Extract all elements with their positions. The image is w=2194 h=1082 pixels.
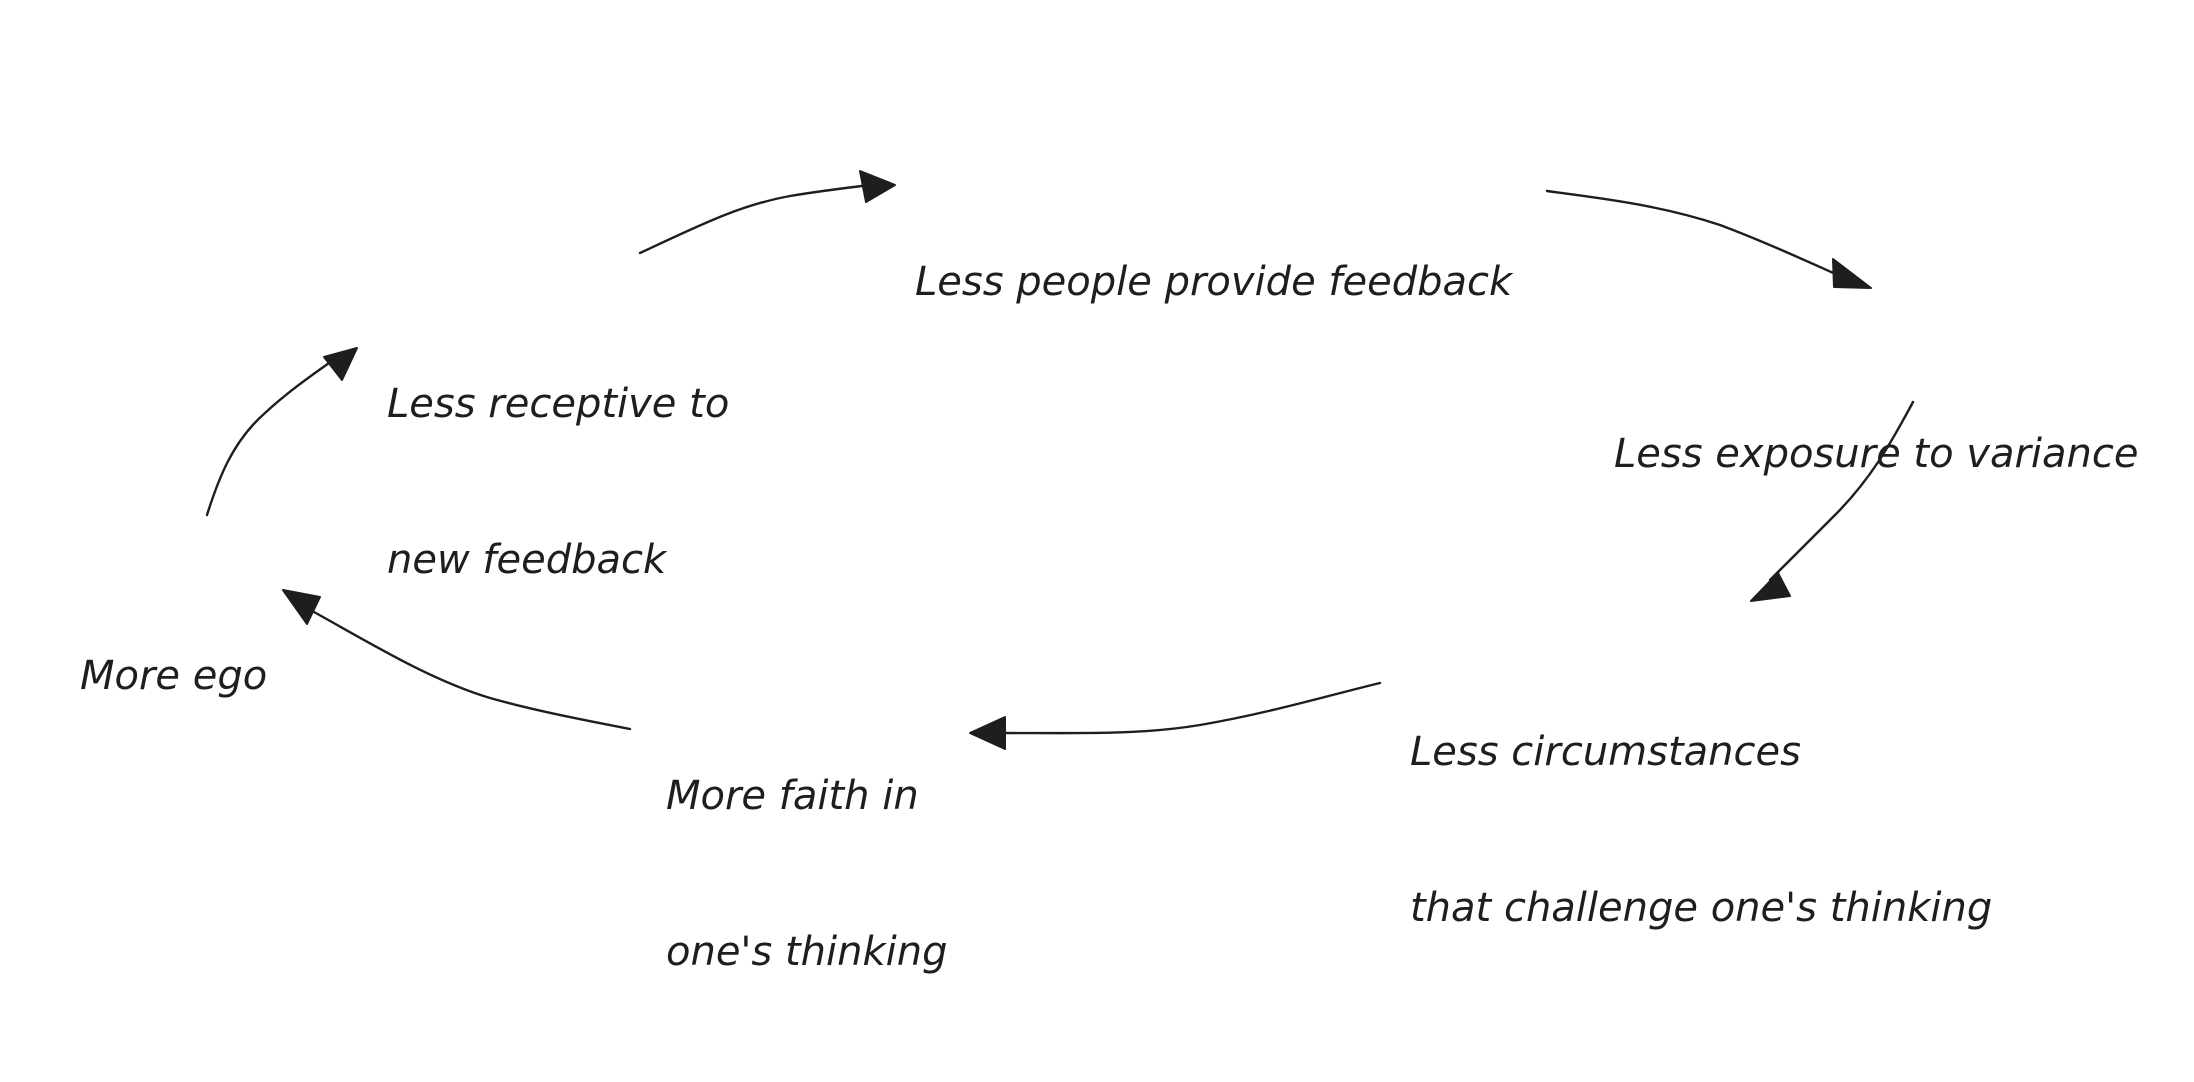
node-text-line: Less circumstances xyxy=(1410,729,1801,775)
node-less-circumstances: Less circumstances that challenge one's … xyxy=(1410,622,1992,1038)
node-text-line: More faith in xyxy=(666,773,919,819)
connector-layer xyxy=(205,170,1915,750)
arrowhead-to-ego-icon xyxy=(282,589,321,625)
arrowhead-to-people-icon xyxy=(859,170,896,203)
node-text-line: Less people provide feedback xyxy=(915,259,1513,305)
edge-circumstances-to-faith xyxy=(1002,681,1382,735)
node-more-ego: More ego xyxy=(80,546,267,806)
edge-ego-to-receptive xyxy=(205,356,338,517)
node-less-receptive: Less receptive to new feedback xyxy=(387,274,729,690)
node-more-faith: More faith in one's thinking xyxy=(666,666,948,1082)
node-text-line: Less exposure to variance xyxy=(1614,431,2139,477)
node-text-line: new feedback xyxy=(387,537,667,583)
diagram-canvas: Less people provide feedback Less exposu… xyxy=(80,152,2138,975)
arrowhead-to-circumstances-icon xyxy=(1750,572,1791,602)
node-text-line: Less receptive to xyxy=(387,381,730,427)
node-text-line: More ego xyxy=(80,653,268,699)
node-less-exposure-to-variance: Less exposure to variance xyxy=(1614,324,2138,584)
node-text-line: that challenge one's thinking xyxy=(1410,885,1993,931)
arrowhead-to-faith-icon xyxy=(969,716,1006,750)
edge-people-to-variance xyxy=(1545,189,1842,278)
arrowhead-to-variance-icon xyxy=(1832,258,1872,289)
node-less-people-provide-feedback: Less people provide feedback xyxy=(915,152,1512,412)
arrowhead-to-receptive-icon xyxy=(323,347,358,381)
edge-faith-to-ego xyxy=(312,610,632,731)
edge-variance-to-circumstances xyxy=(1768,400,1915,582)
node-text-line: one's thinking xyxy=(666,929,948,975)
edge-receptive-to-people xyxy=(638,183,872,255)
